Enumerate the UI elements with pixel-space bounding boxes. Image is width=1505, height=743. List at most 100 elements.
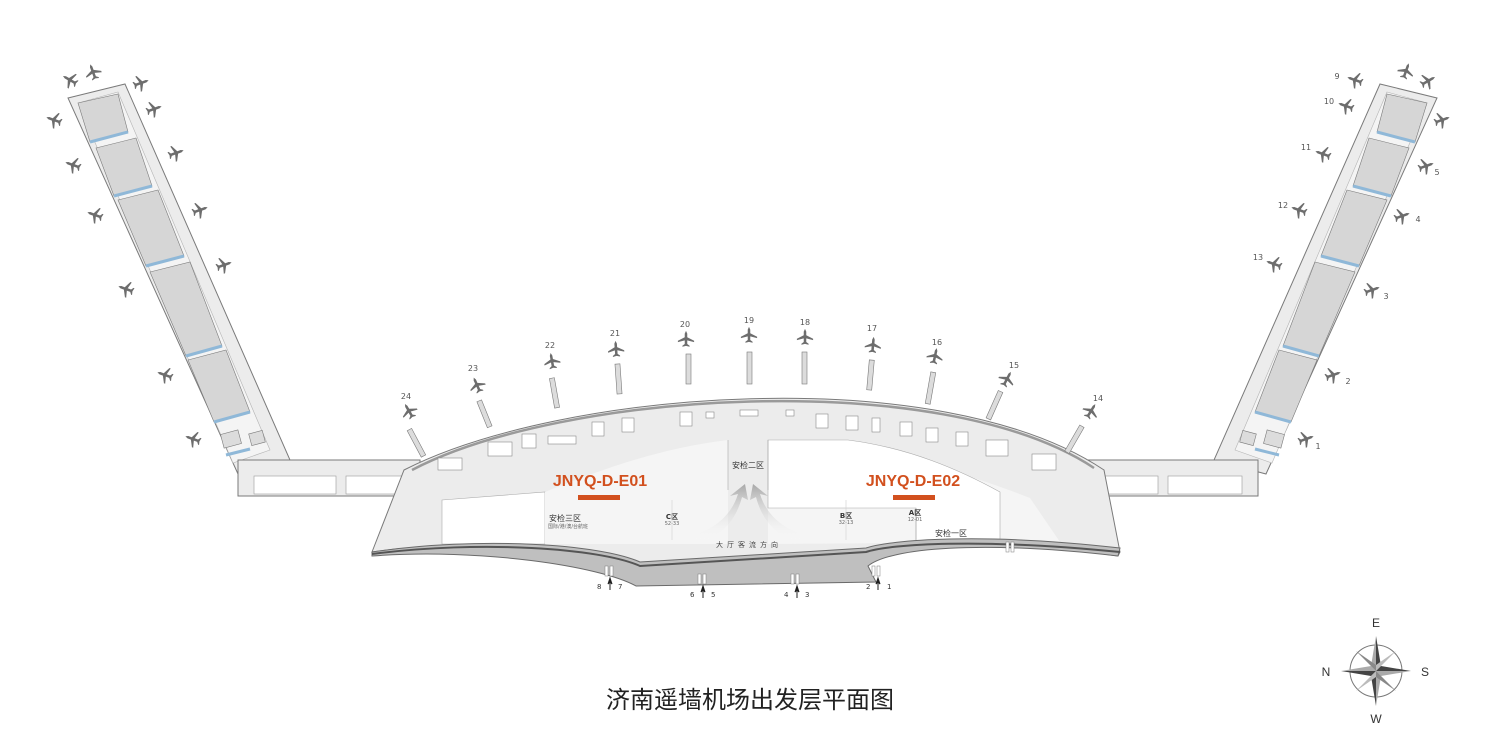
airplane-icon bbox=[864, 336, 882, 354]
airplane-icon bbox=[1335, 95, 1357, 117]
airplane-icon bbox=[607, 340, 625, 358]
airplane-icon bbox=[1391, 205, 1413, 227]
airplane-icon bbox=[1295, 428, 1317, 450]
airplane-icon bbox=[1395, 60, 1417, 82]
airplane-icon bbox=[189, 199, 211, 221]
gate-number: 5 bbox=[1434, 168, 1439, 177]
door-number: 7 bbox=[618, 583, 622, 591]
compass-east: E bbox=[1372, 616, 1380, 630]
gate-number: 2 bbox=[1345, 377, 1350, 386]
airplane-icon bbox=[1431, 109, 1453, 131]
airplane-icon bbox=[58, 68, 81, 91]
compass-rose-icon: E W N S bbox=[1322, 616, 1429, 726]
airplane-icon bbox=[925, 346, 945, 366]
airplane-icon bbox=[740, 326, 758, 343]
right-pier bbox=[1213, 83, 1438, 475]
airplane-icon bbox=[62, 154, 84, 176]
airplane-icon bbox=[1080, 399, 1103, 422]
airplane-icon bbox=[1344, 69, 1366, 91]
zone-labels: 安检二区 安检三区 国际/港/澳/台航班 安检一区 C区 52-33 B区 32… bbox=[548, 460, 967, 540]
airplane-icon bbox=[1312, 143, 1334, 165]
gate-number: 12 bbox=[1278, 201, 1288, 210]
left-pier bbox=[67, 83, 291, 475]
gate-number: 11 bbox=[1301, 143, 1311, 152]
gate-number: 17 bbox=[867, 324, 877, 333]
door-number: 6 bbox=[690, 591, 695, 599]
gate-number: 15 bbox=[1009, 361, 1019, 370]
gate-number: 10 bbox=[1324, 97, 1334, 106]
gate-number: 16 bbox=[932, 338, 942, 347]
gate-number: 21 bbox=[610, 329, 620, 338]
airplane-icon bbox=[143, 98, 165, 120]
center-gate-numbers: 14 15 16 17 18 19 20 21 22 23 24 bbox=[401, 316, 1103, 403]
up-arrow-icon bbox=[607, 576, 613, 590]
airplane-icon bbox=[1417, 69, 1440, 92]
ad-position-marker-e02[interactable] bbox=[893, 495, 935, 500]
door-number: 1 bbox=[887, 583, 891, 591]
up-arrow-icon bbox=[700, 584, 706, 598]
gate-number: 19 bbox=[744, 316, 754, 325]
compass-west: W bbox=[1370, 712, 1382, 726]
door-number: 8 bbox=[597, 583, 601, 591]
passenger-flow: 大厅客流方向 bbox=[690, 484, 808, 549]
jet-bridges bbox=[406, 351, 1085, 458]
map-title: 济南遥墙机场出发层平面图 bbox=[606, 686, 894, 714]
airplane-icon bbox=[182, 428, 204, 450]
flow-arrow-left bbox=[690, 484, 748, 542]
area-a-range: 12-01 bbox=[908, 517, 923, 523]
airplane-icon bbox=[213, 254, 235, 276]
flow-arrow-right bbox=[750, 484, 808, 542]
area-a-label: A区 bbox=[909, 509, 921, 517]
zone-security-three: 安检三区 bbox=[549, 513, 581, 523]
airplane-icon bbox=[154, 364, 176, 386]
airplane-icon bbox=[542, 351, 562, 371]
airplane-icon bbox=[130, 72, 152, 94]
door-number: 5 bbox=[711, 591, 715, 599]
gate-number: 24 bbox=[401, 392, 411, 401]
airplane-icon bbox=[1322, 364, 1344, 386]
airplane-icon bbox=[43, 109, 65, 131]
airplane-icon bbox=[1415, 155, 1437, 177]
airplane-icon bbox=[996, 368, 1018, 390]
airplane-icon bbox=[82, 61, 104, 83]
flow-label: 大厅客流方向 bbox=[716, 540, 782, 549]
connector-left bbox=[237, 459, 421, 497]
gate-number: 18 bbox=[800, 318, 810, 327]
up-arrow-icon bbox=[794, 584, 800, 598]
airplane-icon bbox=[796, 328, 814, 345]
gate-number: 20 bbox=[680, 320, 690, 329]
gate-number: 9 bbox=[1334, 72, 1339, 81]
airplane-icon bbox=[84, 204, 106, 226]
compass-north: N bbox=[1322, 665, 1331, 679]
airplane-icon bbox=[1361, 279, 1383, 301]
airplane-icon bbox=[397, 399, 420, 422]
ad-position-label-e02: JNYQ-D-E02 bbox=[866, 473, 960, 490]
entrance-doors: 1 2 3 4 5 6 7 8 bbox=[597, 541, 1015, 599]
door-number: 4 bbox=[784, 591, 789, 599]
ad-position-label-e01: JNYQ-D-E01 bbox=[553, 473, 647, 490]
gate-number: 1 bbox=[1315, 442, 1320, 451]
gate-number: 22 bbox=[545, 341, 555, 350]
connector-right bbox=[1084, 459, 1259, 497]
seating bbox=[437, 409, 1057, 471]
airplane-icon bbox=[1288, 199, 1310, 221]
gate-number: 23 bbox=[468, 364, 478, 373]
up-arrow-icon bbox=[875, 576, 881, 590]
airplane-icon bbox=[165, 142, 187, 164]
door-number: 2 bbox=[866, 583, 870, 591]
airplane-icon bbox=[677, 330, 695, 347]
airplane-icon bbox=[1263, 253, 1285, 275]
gate-number: 4 bbox=[1415, 215, 1420, 224]
ad-positions: JNYQ-D-E01 JNYQ-D-E02 bbox=[553, 473, 960, 500]
door-number: 3 bbox=[805, 591, 809, 599]
zone-security-two: 安检二区 bbox=[732, 460, 764, 470]
compass-south: S bbox=[1421, 665, 1429, 679]
zone-security-one: 安检一区 bbox=[935, 528, 967, 538]
gate-number: 3 bbox=[1383, 292, 1388, 301]
ad-position-marker-e01[interactable] bbox=[578, 495, 620, 500]
gate-number: 13 bbox=[1253, 253, 1263, 262]
gate-number: 14 bbox=[1093, 394, 1103, 403]
airplane-icon bbox=[115, 278, 137, 300]
